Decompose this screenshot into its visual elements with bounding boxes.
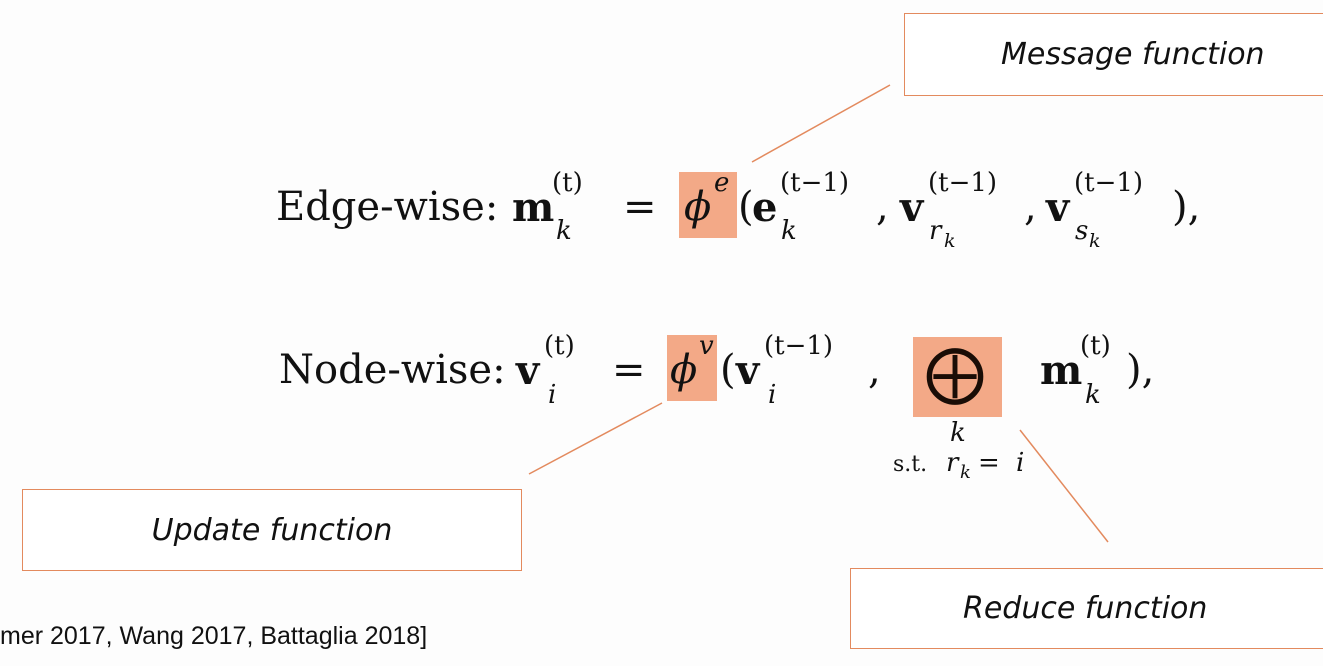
edge-wise-label: Edge-wise:: [276, 184, 499, 230]
edge-arg-e-subscript: k: [781, 216, 797, 246]
edge-close-paren: ),: [1172, 184, 1201, 230]
oplus-index-k: k: [950, 418, 966, 448]
message-function-callout: Message function: [904, 13, 1323, 96]
update-leader-line: [528, 402, 663, 475]
reduce-function-callout: Reduce function: [850, 568, 1323, 649]
edge-phi: ϕ: [684, 184, 712, 230]
node-arg-v-subscript: i: [768, 380, 777, 410]
oplus-condition-r: r: [946, 448, 959, 478]
edge-arg-e-superscript: (t−1): [780, 168, 850, 198]
edge-arg-v-s-subscript: s: [1075, 216, 1089, 246]
edge-equals: =: [623, 184, 657, 230]
oplus-condition-r-subscript: k: [960, 462, 971, 483]
edge-arg-v-r-subscript: r: [929, 216, 942, 246]
node-equals: =: [612, 347, 646, 393]
oplus-condition-i: i: [1016, 448, 1025, 478]
phi-v-highlight: [667, 335, 717, 401]
reduce-leader-line: [1019, 429, 1109, 543]
node-phi: ϕ: [670, 347, 698, 393]
node-arg-m-subscript: k: [1085, 380, 1101, 410]
node-lhs-superscript: (t): [544, 331, 575, 361]
oplus-operator: ⨁: [925, 338, 985, 408]
edge-arg-v-s: v: [1046, 184, 1070, 231]
oplus-such-that: s.t.: [893, 452, 928, 477]
edge-arg-e: e: [752, 184, 778, 231]
node-comma: ,: [868, 347, 881, 393]
node-arg-m: m: [1040, 347, 1083, 394]
edge-lhs-m: m: [512, 184, 555, 231]
node-lhs-subscript: i: [548, 380, 557, 410]
edge-comma-2: ,: [1024, 184, 1037, 230]
reduce-function-label: Reduce function: [963, 591, 1208, 626]
edge-arg-v-s-superscript: (t−1): [1074, 168, 1144, 198]
edge-arg-v-r: v: [900, 184, 924, 231]
citation-footer: mer 2017, Wang 2017, Battaglia 2018]: [0, 622, 428, 650]
update-function-callout: Update function: [22, 489, 522, 571]
edge-arg-v-r-subsubscript: k: [944, 230, 956, 252]
node-close-paren: ),: [1126, 347, 1155, 393]
node-arg-m-superscript: (t): [1080, 331, 1111, 361]
edge-arg-v-r-superscript: (t−1): [928, 168, 998, 198]
edge-lhs-superscript: (t): [552, 168, 583, 198]
message-function-label: Message function: [1001, 37, 1265, 72]
edge-arg-v-s-subsubscript: k: [1089, 230, 1101, 252]
edge-open-paren: (: [738, 184, 754, 230]
message-leader-line: [751, 84, 891, 163]
node-lhs-v: v: [516, 347, 540, 394]
edge-lhs-subscript: k: [556, 216, 572, 246]
node-arg-v-superscript: (t−1): [764, 331, 834, 361]
node-open-paren: (: [720, 347, 736, 393]
oplus-condition-equals: =: [978, 448, 1000, 478]
phi-e-highlight: [679, 172, 737, 238]
oplus-highlight: [913, 337, 1002, 417]
edge-comma-1: ,: [876, 184, 889, 230]
node-wise-label: Node-wise:: [279, 347, 506, 393]
update-function-label: Update function: [151, 512, 393, 548]
node-phi-superscript: v: [699, 331, 714, 361]
node-arg-v: v: [736, 347, 760, 394]
edge-phi-superscript: e: [714, 168, 730, 198]
